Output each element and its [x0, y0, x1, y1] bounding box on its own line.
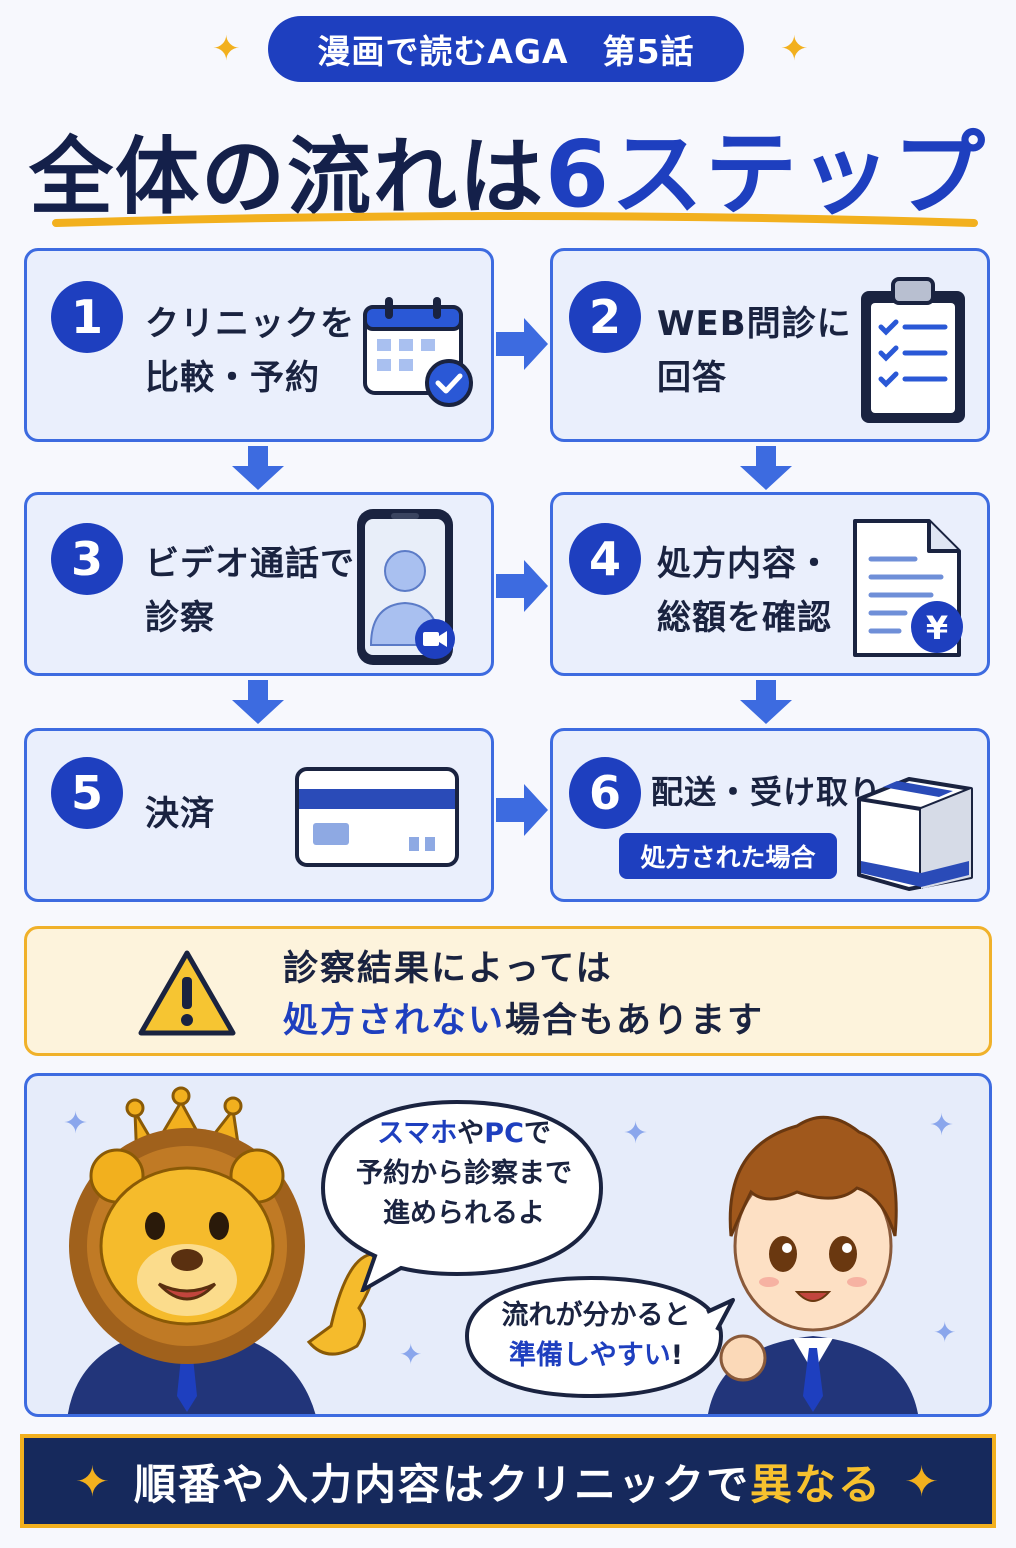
boy-speech-bubble [464, 1275, 735, 1399]
step-card-1: 1 クリニックを 比較・予約 [24, 248, 494, 442]
pc-word: PC [484, 1118, 524, 1149]
arrow-down-icon [232, 680, 284, 724]
lion-bubble-line-3: 進められるよ [383, 1198, 545, 1229]
boy-character [708, 1115, 918, 1414]
clipboard-checklist-icon [861, 277, 965, 423]
arrow-down-icon [740, 680, 792, 724]
warning-triangle-icon [138, 950, 236, 1036]
warning-box: 診察結果によっては 処方されない場合もあります [24, 926, 992, 1056]
step-number: 6 [569, 757, 641, 829]
title-highlight: 6ステップ [545, 121, 988, 228]
step-number: 4 [569, 523, 641, 595]
lion-bubble-line-1: スマホやPCで [329, 1114, 599, 1154]
footer-highlight: 異なる [750, 1459, 883, 1509]
step-card-6: 6 配送・受け取り 処方された場合 [550, 728, 990, 902]
warning-highlight: 処方されない [283, 1001, 506, 1041]
boy-bubble-text: 流れが分かると 準備しやすい! [471, 1296, 721, 1376]
lion-speech-bubble [320, 1099, 604, 1292]
arrow-down-icon [740, 446, 792, 490]
sparkle-icon: ✦ [929, 1108, 955, 1143]
step-label: 決済 [145, 794, 215, 834]
warning-line-2: 処方されない場合もあります [283, 995, 764, 1047]
bubble-word: ! [670, 1340, 684, 1371]
footer-banner: ✦ 順番や入力内容はクリニックで異なる ✦ [20, 1434, 996, 1528]
arrow-down-icon [232, 446, 284, 490]
series-label: 漫画で読むAGA 第5話 [317, 32, 695, 71]
step-number: 2 [569, 281, 641, 353]
sparkle-icon: ✦ [780, 29, 809, 69]
boy-bubble-line-1: 流れが分かると [501, 1300, 691, 1331]
step-label: ビデオ通話で 診察 [145, 544, 355, 638]
title-underline [52, 212, 978, 227]
step-number: 5 [51, 757, 123, 829]
prescribed-badge: 処方された場合 [619, 833, 837, 879]
arrow-right-icon [496, 318, 548, 370]
svg-text:¥: ¥ [926, 609, 948, 647]
calendar-check-icon [363, 297, 473, 407]
step-label: クリニックを 比較・予約 [145, 304, 355, 398]
sparkle-icon: ✦ [933, 1316, 957, 1349]
badge-text: 処方された場合 [640, 843, 816, 872]
lion-bubble-line-2: 予約から診察まで [356, 1158, 572, 1189]
credit-card-icon [295, 767, 459, 867]
series-label-pill: 漫画で読むAGA 第5話 [268, 16, 744, 82]
step-card-4: 4 処方内容・ 総額を確認 ¥ [550, 492, 990, 676]
bubble-word: で [523, 1118, 551, 1149]
warning-rest: 場合もあります [505, 1001, 765, 1041]
bubble-word: や [457, 1118, 485, 1149]
step-label: 配送・受け取り [651, 773, 883, 811]
lion-bubble-text: スマホやPCで 予約から診察まで 進められるよ [329, 1114, 599, 1234]
sparkle-icon: ✦ [399, 1338, 423, 1371]
step-label: WEB問診に 回答 [657, 304, 852, 398]
sparkle-icon: ✦ [623, 1116, 649, 1151]
sparkle-icon: ✦ [904, 1456, 942, 1506]
step-label: 処方内容・ 総額を確認 [657, 544, 832, 638]
lion-mascot [67, 1086, 376, 1414]
arrow-right-icon [496, 784, 548, 836]
page-title: 全体の流れは6ステップ [0, 100, 1016, 228]
sparkle-icon: ✦ [212, 29, 241, 69]
character-scene: ✦ ✦ ✦ ✦ ✦ スマホやPCで 予約から診察まで 進められる [24, 1073, 992, 1417]
step-card-2: 2 WEB問診に 回答 [550, 248, 990, 442]
arrow-right-icon [496, 560, 548, 612]
step-number: 1 [51, 281, 123, 353]
step-number: 3 [51, 523, 123, 595]
document-yen-icon: ¥ [853, 519, 963, 657]
package-box-icon [857, 777, 973, 891]
smartphone-word: スマホ [377, 1118, 458, 1149]
smartphone-video-call-icon [357, 509, 455, 665]
step-card-3: 3 ビデオ通話で 診察 [24, 492, 494, 676]
sparkle-icon: ✦ [63, 1106, 89, 1141]
sparkle-icon: ✦ [74, 1456, 112, 1506]
warning-line-1: 診察結果によっては [283, 949, 613, 989]
title-prefix: 全体の流れは [28, 128, 545, 226]
boy-bubble-line-2: 準備しやすい! [471, 1336, 721, 1376]
footer-text: 順番や入力内容はクリニックで [133, 1459, 750, 1509]
bubble-highlight: 準備しやすい [508, 1340, 671, 1371]
step-card-5: 5 決済 [24, 728, 494, 902]
